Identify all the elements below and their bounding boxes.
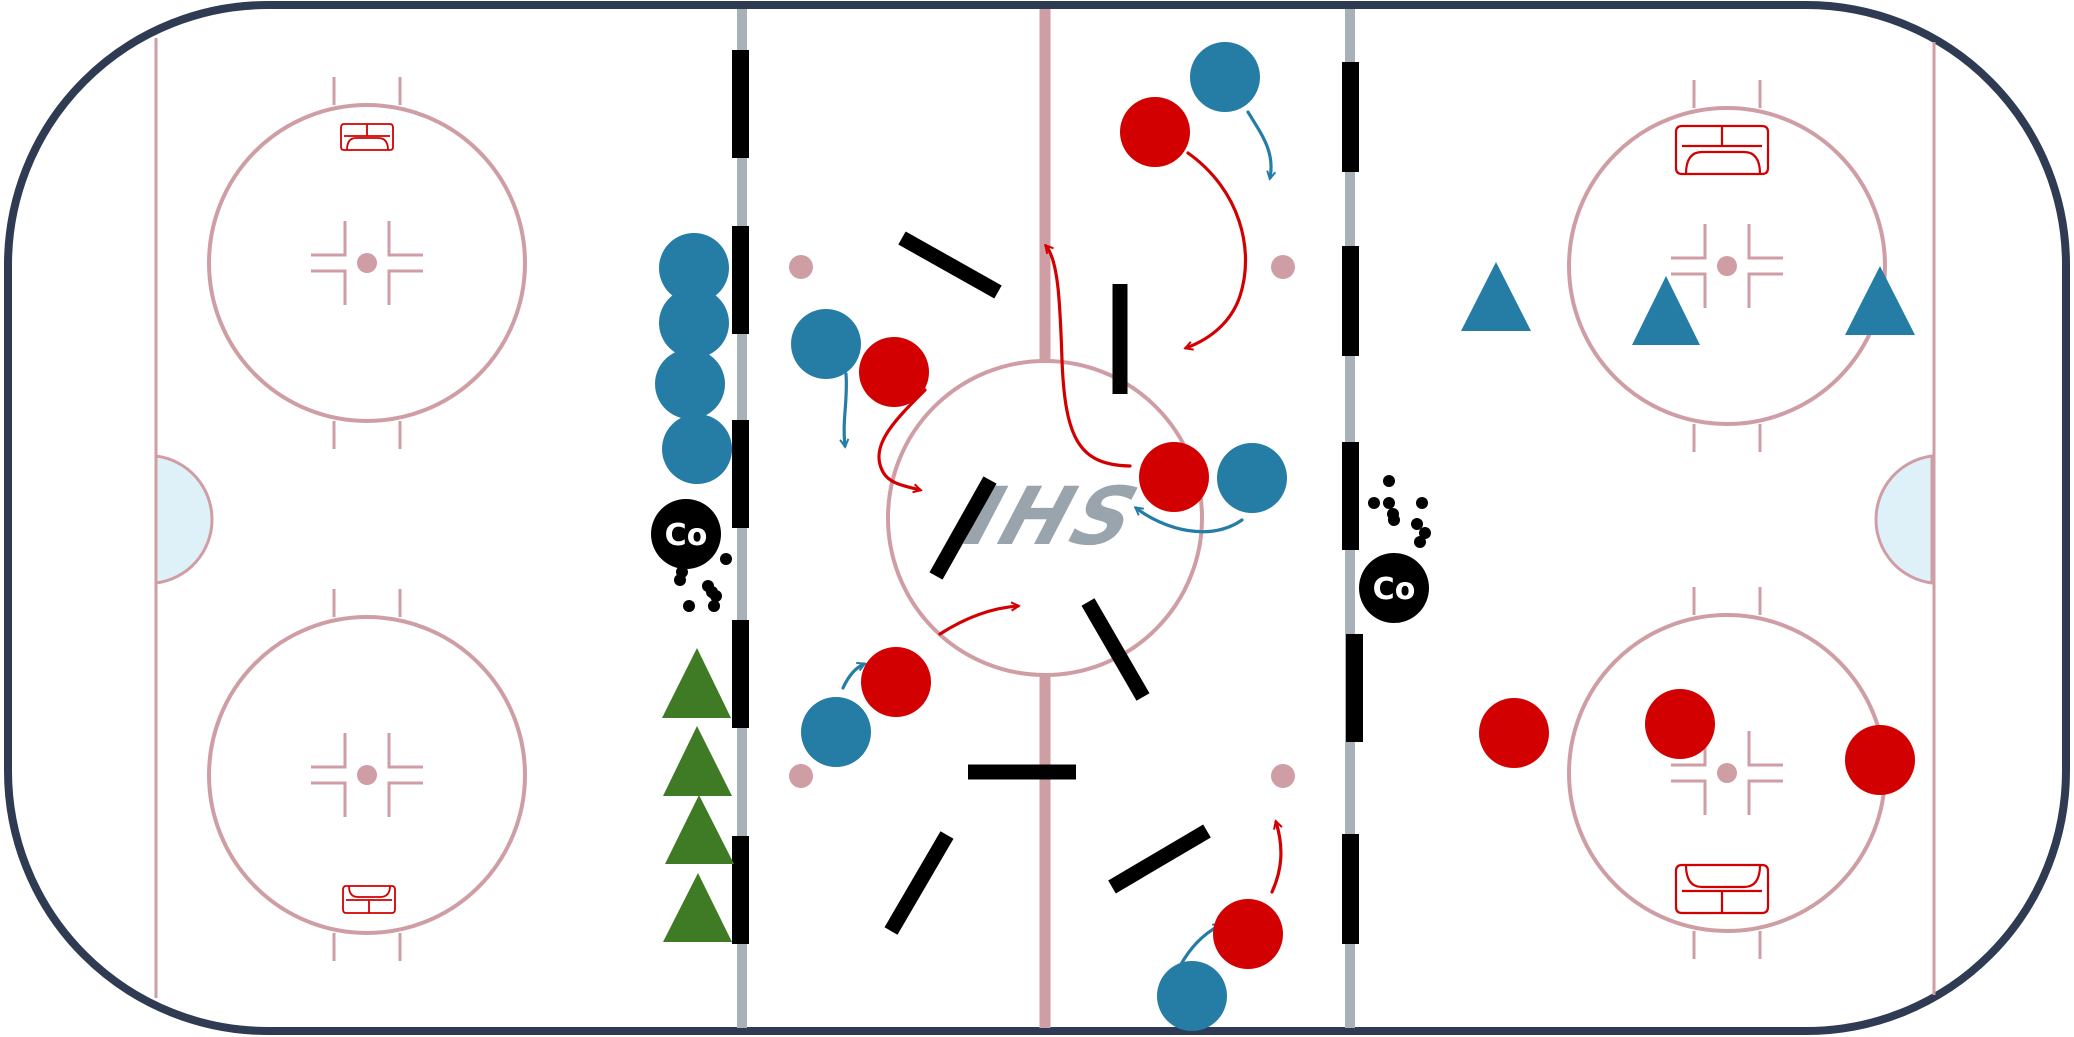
puck <box>1368 497 1380 509</box>
barrier <box>1108 824 1211 894</box>
player-blue <box>662 414 732 484</box>
arrow-red <box>1186 151 1248 348</box>
puck <box>708 600 720 612</box>
player-red <box>1479 698 1549 768</box>
player-blue <box>659 233 729 303</box>
player-red <box>1120 97 1190 167</box>
puck <box>1414 536 1426 548</box>
puck <box>710 590 722 602</box>
coach-right: Co <box>1359 553 1429 623</box>
faceoff-circle-top-right <box>1567 80 1887 452</box>
puck <box>674 574 686 586</box>
arrow-red <box>938 606 1018 636</box>
cone-green <box>665 795 734 864</box>
puck <box>1388 514 1400 526</box>
movement-arrows <box>841 110 1281 968</box>
barrier-group-neutral-zone <box>884 231 1211 935</box>
coach-left: Co <box>651 499 721 569</box>
net-icon-small-bottom-left <box>342 885 396 914</box>
arrow-blue <box>844 372 846 446</box>
arrow-blue <box>841 664 864 690</box>
barrier <box>1342 834 1359 944</box>
player-blue <box>801 697 871 767</box>
barrier <box>732 836 749 944</box>
barrier <box>732 620 749 728</box>
coach-label: Co <box>1373 572 1416 607</box>
puck <box>720 553 732 565</box>
cone-blue <box>1845 266 1915 335</box>
cone-green <box>663 726 732 796</box>
player-blue <box>791 309 861 379</box>
faceoff-dot <box>789 764 813 788</box>
faceoff-dot <box>1271 764 1295 788</box>
center-faceoff-circle <box>886 359 1204 677</box>
puck <box>1411 518 1423 530</box>
net-icon-small-top-left <box>340 123 394 151</box>
puck <box>1383 497 1395 509</box>
player-red <box>1139 442 1209 512</box>
blue-cones <box>1461 262 1915 345</box>
barrier <box>1346 634 1363 742</box>
faceoff-dot <box>789 255 813 279</box>
barrier <box>884 831 954 935</box>
barrier-group-left-blue-line <box>732 50 749 944</box>
player-blue <box>1217 443 1287 513</box>
arrow-red <box>877 388 927 490</box>
arrow-blue <box>1246 110 1271 178</box>
barrier <box>732 226 749 334</box>
red-players <box>859 97 1915 969</box>
puck-group-right <box>1368 475 1431 548</box>
faceoff-circle-bottom-left <box>207 589 527 961</box>
cone-blue <box>1632 276 1700 345</box>
blue-players <box>655 42 1287 1031</box>
green-cones <box>662 648 734 942</box>
player-blue <box>655 349 725 419</box>
net-icon-large-bottom-right <box>1674 863 1770 915</box>
player-red <box>859 337 929 407</box>
arrow-red <box>1046 246 1132 468</box>
player-red <box>1213 899 1283 969</box>
cone-green <box>663 873 732 942</box>
arrow-red <box>1270 822 1281 894</box>
barrier <box>898 231 1002 299</box>
player-blue <box>1157 961 1227 1031</box>
puck <box>1419 527 1431 539</box>
puck-group-left <box>670 553 732 612</box>
barrier <box>929 476 997 580</box>
barrier <box>1081 598 1150 701</box>
faceoff-dot <box>1271 255 1295 279</box>
player-blue <box>1190 42 1260 112</box>
barrier <box>1342 442 1359 550</box>
barrier-group-right-blue-line <box>1342 62 1363 944</box>
barrier <box>1342 62 1359 172</box>
goal-crease-right <box>1874 454 1934 585</box>
player-red <box>861 647 931 717</box>
goal-crease-left <box>154 454 214 585</box>
faceoff-circle-top-left <box>207 77 527 449</box>
puck <box>1416 497 1428 509</box>
arrow-blue <box>1136 508 1244 534</box>
barrier <box>732 50 749 158</box>
cone-blue <box>1461 262 1531 331</box>
player-red <box>1645 689 1715 759</box>
barrier <box>1342 246 1359 356</box>
player-blue <box>659 288 729 358</box>
cone-green <box>662 648 731 718</box>
player-red <box>1845 725 1915 795</box>
puck <box>683 600 695 612</box>
net-icon-large-top-right <box>1674 124 1770 176</box>
coach-label: Co <box>665 518 708 553</box>
barrier <box>732 420 749 528</box>
puck <box>1383 475 1395 487</box>
